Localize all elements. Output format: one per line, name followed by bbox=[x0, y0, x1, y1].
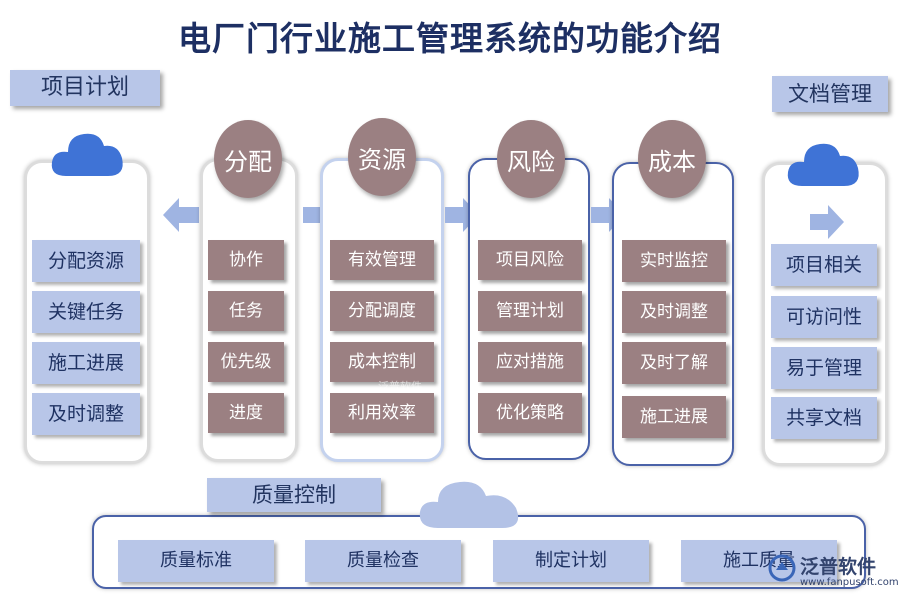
list-item: 制定计划 bbox=[493, 540, 649, 582]
brand-name: 泛普软件 bbox=[800, 556, 877, 578]
brand-watermark: 泛普软件 www.fanpusoft.com bbox=[766, 550, 899, 596]
list-item: 可访问性 bbox=[771, 296, 877, 338]
column-title-allocation: 分配 bbox=[214, 120, 282, 198]
list-item: 协作 bbox=[208, 240, 284, 280]
list-item: 及时调整 bbox=[32, 393, 140, 435]
project-plan-header: 项目计划 bbox=[10, 70, 160, 106]
list-item: 施工进展 bbox=[32, 342, 140, 384]
list-item: 优化策略 bbox=[478, 393, 582, 433]
column-title-resource: 资源 bbox=[348, 118, 416, 196]
list-item: 施工进展 bbox=[622, 396, 726, 438]
list-item: 及时了解 bbox=[622, 342, 726, 384]
list-item: 质量检查 bbox=[305, 540, 461, 582]
cloud-icon bbox=[51, 133, 123, 176]
list-item: 进度 bbox=[208, 393, 284, 433]
list-item: 有效管理 bbox=[330, 240, 434, 280]
list-item: 管理计划 bbox=[478, 291, 582, 331]
list-item: 及时调整 bbox=[622, 291, 726, 333]
brand-logo-icon bbox=[768, 554, 796, 582]
center-watermark: 泛普软件 bbox=[378, 380, 422, 393]
column-title-cost: 成本 bbox=[638, 120, 706, 198]
cloud-icon bbox=[787, 143, 859, 186]
list-item: 分配资源 bbox=[32, 240, 140, 282]
list-item: 施工质量 bbox=[681, 540, 837, 582]
list-item: 应对措施 bbox=[478, 342, 582, 382]
page-title: 电厂门行业施工管理系统的功能介绍 bbox=[178, 19, 722, 58]
list-item: 项目风险 bbox=[478, 240, 582, 280]
list-item: 成本控制 bbox=[330, 342, 434, 382]
list-item: 分配调度 bbox=[330, 291, 434, 331]
list-item: 易于管理 bbox=[771, 347, 877, 389]
quality-control-header: 质量控制 bbox=[207, 478, 381, 512]
brand-url: www.fanpusoft.com bbox=[800, 577, 899, 588]
arrow-right-icon bbox=[810, 205, 844, 239]
list-item: 关键任务 bbox=[32, 291, 140, 333]
list-item: 质量标准 bbox=[118, 540, 274, 582]
list-item: 实时监控 bbox=[622, 240, 726, 282]
arrow-left-icon bbox=[163, 198, 199, 232]
column-title-risk: 风险 bbox=[497, 120, 565, 198]
list-item: 共享文档 bbox=[771, 397, 877, 439]
cloud-icon bbox=[419, 481, 519, 528]
list-item: 利用效率 bbox=[330, 393, 434, 433]
list-item: 项目相关 bbox=[771, 244, 877, 286]
list-item: 优先级 bbox=[208, 342, 284, 382]
list-item: 任务 bbox=[208, 291, 284, 331]
document-management-header: 文档管理 bbox=[772, 76, 888, 112]
